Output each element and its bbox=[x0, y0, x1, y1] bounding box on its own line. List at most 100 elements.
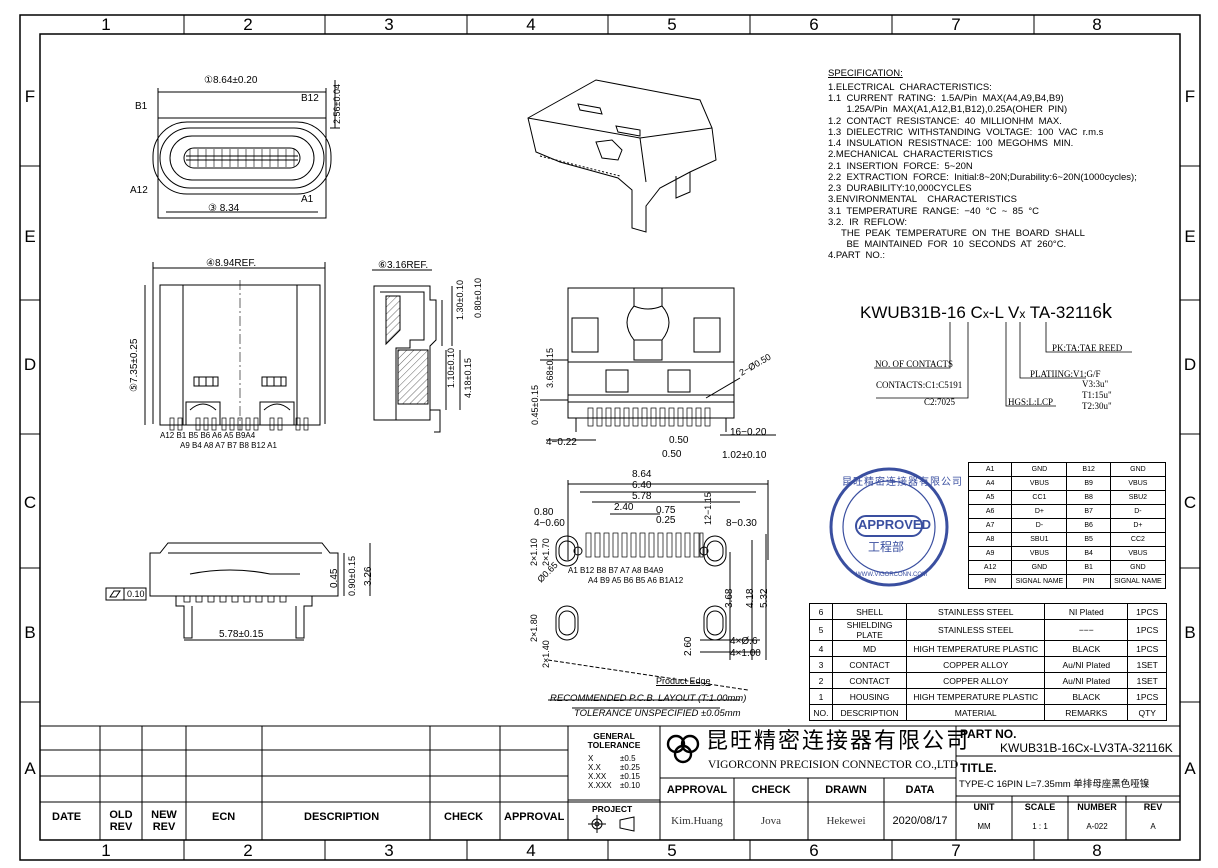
zone-f-right: F bbox=[1184, 87, 1196, 106]
dim-section-ref: ⑥3.16REF. bbox=[378, 260, 429, 271]
tol-xx-val: ±0.25 bbox=[620, 763, 640, 772]
spec-line: 3.2. IR REFLOW: bbox=[828, 216, 908, 228]
label-b1: B1 bbox=[135, 101, 148, 112]
number-label: NUMBER bbox=[1077, 802, 1117, 812]
zone-d-right: D bbox=[1183, 355, 1197, 374]
spec-line: 2.1 INSERTION FORCE: 5~20N bbox=[828, 160, 973, 172]
pcb-edge: Product Edge bbox=[656, 676, 711, 686]
note-hgs: HGS:L:LCP bbox=[1008, 397, 1054, 407]
bom-cell: REMARKS bbox=[1044, 704, 1129, 721]
top-view bbox=[144, 262, 326, 431]
tol-xx: X.X bbox=[588, 763, 601, 772]
pcb-w3: 5.78 bbox=[632, 491, 652, 502]
label-a1: A1 bbox=[301, 194, 314, 205]
signoff-drawn-header: DRAWN bbox=[825, 784, 867, 796]
dim-16-020: 16−0.20 bbox=[730, 427, 767, 438]
spec-line: BE MAINTAINED FOR 10 SECONDS AT 260°C. bbox=[828, 239, 1067, 251]
rev-col-description: DESCRIPTION bbox=[304, 811, 380, 823]
rev-col-date: DATE bbox=[52, 811, 82, 823]
pcb-w1: 8.64 bbox=[632, 469, 652, 480]
signoff-date: 2020/08/17 bbox=[892, 815, 948, 827]
number-value: A-022 bbox=[1086, 821, 1108, 831]
dim-4-022: 4−0.22 bbox=[546, 437, 577, 448]
note-contacts-c1: CONTACTS:C1:C5191 bbox=[876, 380, 963, 390]
dim-pitch-2: 0.50 bbox=[662, 449, 682, 460]
pcb-l2: 4−0.60 bbox=[534, 518, 565, 529]
part-code-p2: x bbox=[982, 307, 989, 321]
note-plating-t2: T2:30u" bbox=[1082, 401, 1112, 411]
dim-5-78: 5.78±0.15 bbox=[219, 629, 264, 640]
zone-b: B bbox=[24, 623, 36, 642]
rev-label: REV bbox=[1143, 802, 1163, 812]
pcb-pins-row2: A4 B9 A5 B6 B5 A6 B1A12 bbox=[588, 576, 684, 585]
bom-cell: DESCRIPTION bbox=[831, 704, 908, 721]
spec-line: 4.PART NO.: bbox=[828, 250, 886, 262]
signoff-data-header: DATA bbox=[905, 784, 935, 796]
spec-line: 2.MECHANICAL CHARACTERISTICS bbox=[828, 149, 993, 161]
isometric-view bbox=[527, 79, 717, 233]
zone-a: A bbox=[24, 759, 36, 778]
zone-5-bottom: 5 bbox=[667, 841, 677, 860]
zone-7: 7 bbox=[951, 15, 961, 34]
signoff-approval-header: APPROVAL bbox=[666, 784, 728, 796]
part-code-p6: k bbox=[1101, 301, 1112, 323]
zone-a-right: A bbox=[1184, 759, 1196, 778]
zone-3: 3 bbox=[384, 15, 394, 34]
flatness-value: 0.10 bbox=[127, 589, 145, 599]
pcb-w5: 0.75 bbox=[656, 505, 676, 516]
part-no-label: PART NO. bbox=[960, 727, 1017, 741]
stamp-url: WWW.VIGORCONN.COM bbox=[856, 572, 927, 578]
part-code-p4: x bbox=[1019, 307, 1026, 321]
pins-bottom-row: A9 B4 A8 A7 B7 B8 B12 A1 bbox=[180, 441, 277, 450]
part-code: KWUB31B-16 Cx-L Vx TA-32116k bbox=[860, 302, 1112, 322]
zone-2-bottom: 2 bbox=[243, 841, 253, 860]
dim-width: ①8.64±0.20 bbox=[204, 75, 258, 86]
note-contacts-no: NO. OF CONTACTS bbox=[875, 359, 954, 369]
spec-line: 3.1 TEMPERATURE RANGE: −40 °C ~ 85 °C bbox=[828, 205, 1040, 217]
dim-pitch: 0.50 bbox=[669, 435, 689, 446]
tol-x-val: ±0.5 bbox=[620, 754, 636, 763]
pcb-tolerance: TOLERANCE UNSPECIFIED ±0.05mm bbox=[574, 708, 741, 719]
spec-line: 2.2 EXTRACTION FORCE: Initial:8~20N;Dura… bbox=[828, 171, 1137, 183]
pcb-s2: 4×1.00 bbox=[730, 648, 761, 659]
zone-d: D bbox=[23, 355, 37, 374]
pin-cell: PIN bbox=[1066, 574, 1111, 589]
tolerance-title: GENERAL TOLERANCE bbox=[587, 730, 641, 750]
part-code-p5: TA-32116 bbox=[1025, 303, 1102, 322]
zone-5: 5 bbox=[667, 15, 677, 34]
zone-b-right: B bbox=[1184, 623, 1196, 642]
part-code-p3: -L V bbox=[988, 303, 1020, 322]
label-a12: A12 bbox=[130, 185, 148, 196]
dim-1-02: 1.02±0.10 bbox=[722, 450, 767, 461]
note-plating-v3: V3:3u" bbox=[1082, 379, 1109, 389]
signoff-check-header: CHECK bbox=[751, 784, 791, 796]
unit-value: MM bbox=[977, 821, 991, 831]
pcb-l1: 0.80 bbox=[534, 507, 554, 518]
note-contacts-c2: C2:7025 bbox=[924, 397, 956, 407]
spec-line: 1.3 DIELECTRIC WITHSTANDING VOLTAGE: 100… bbox=[828, 126, 1104, 138]
tol-xxx: X.XX bbox=[588, 772, 607, 781]
tol-x: X bbox=[588, 754, 594, 763]
zone-6: 6 bbox=[809, 15, 819, 34]
pins-top-row: A12 B1 B5 B6 A6 A5 B9A4 bbox=[160, 431, 256, 440]
pcb-w6: 0.25 bbox=[656, 515, 676, 526]
spec-line: 1.4 INSULATION RESISTNACE: 100 MEGOHMS M… bbox=[828, 137, 1074, 149]
zone-3-bottom: 3 bbox=[384, 841, 394, 860]
pcb-s1: 4×Ø.6 bbox=[730, 636, 758, 647]
spec-line: 1.ELECTRICAL CHARACTERISTICS: bbox=[828, 82, 992, 93]
spec-line: THE PEAK TEMPERATURE ON THE BOARD SHALL bbox=[828, 228, 1085, 240]
tol-xxx-val: ±0.15 bbox=[620, 772, 640, 781]
scale-value: 1 : 1 bbox=[1032, 821, 1048, 831]
tol-xxxx-val: ±0.10 bbox=[620, 781, 640, 790]
part-code-p1: KWUB31B-16 C bbox=[860, 303, 983, 322]
pin-cell: GND bbox=[1109, 462, 1167, 477]
